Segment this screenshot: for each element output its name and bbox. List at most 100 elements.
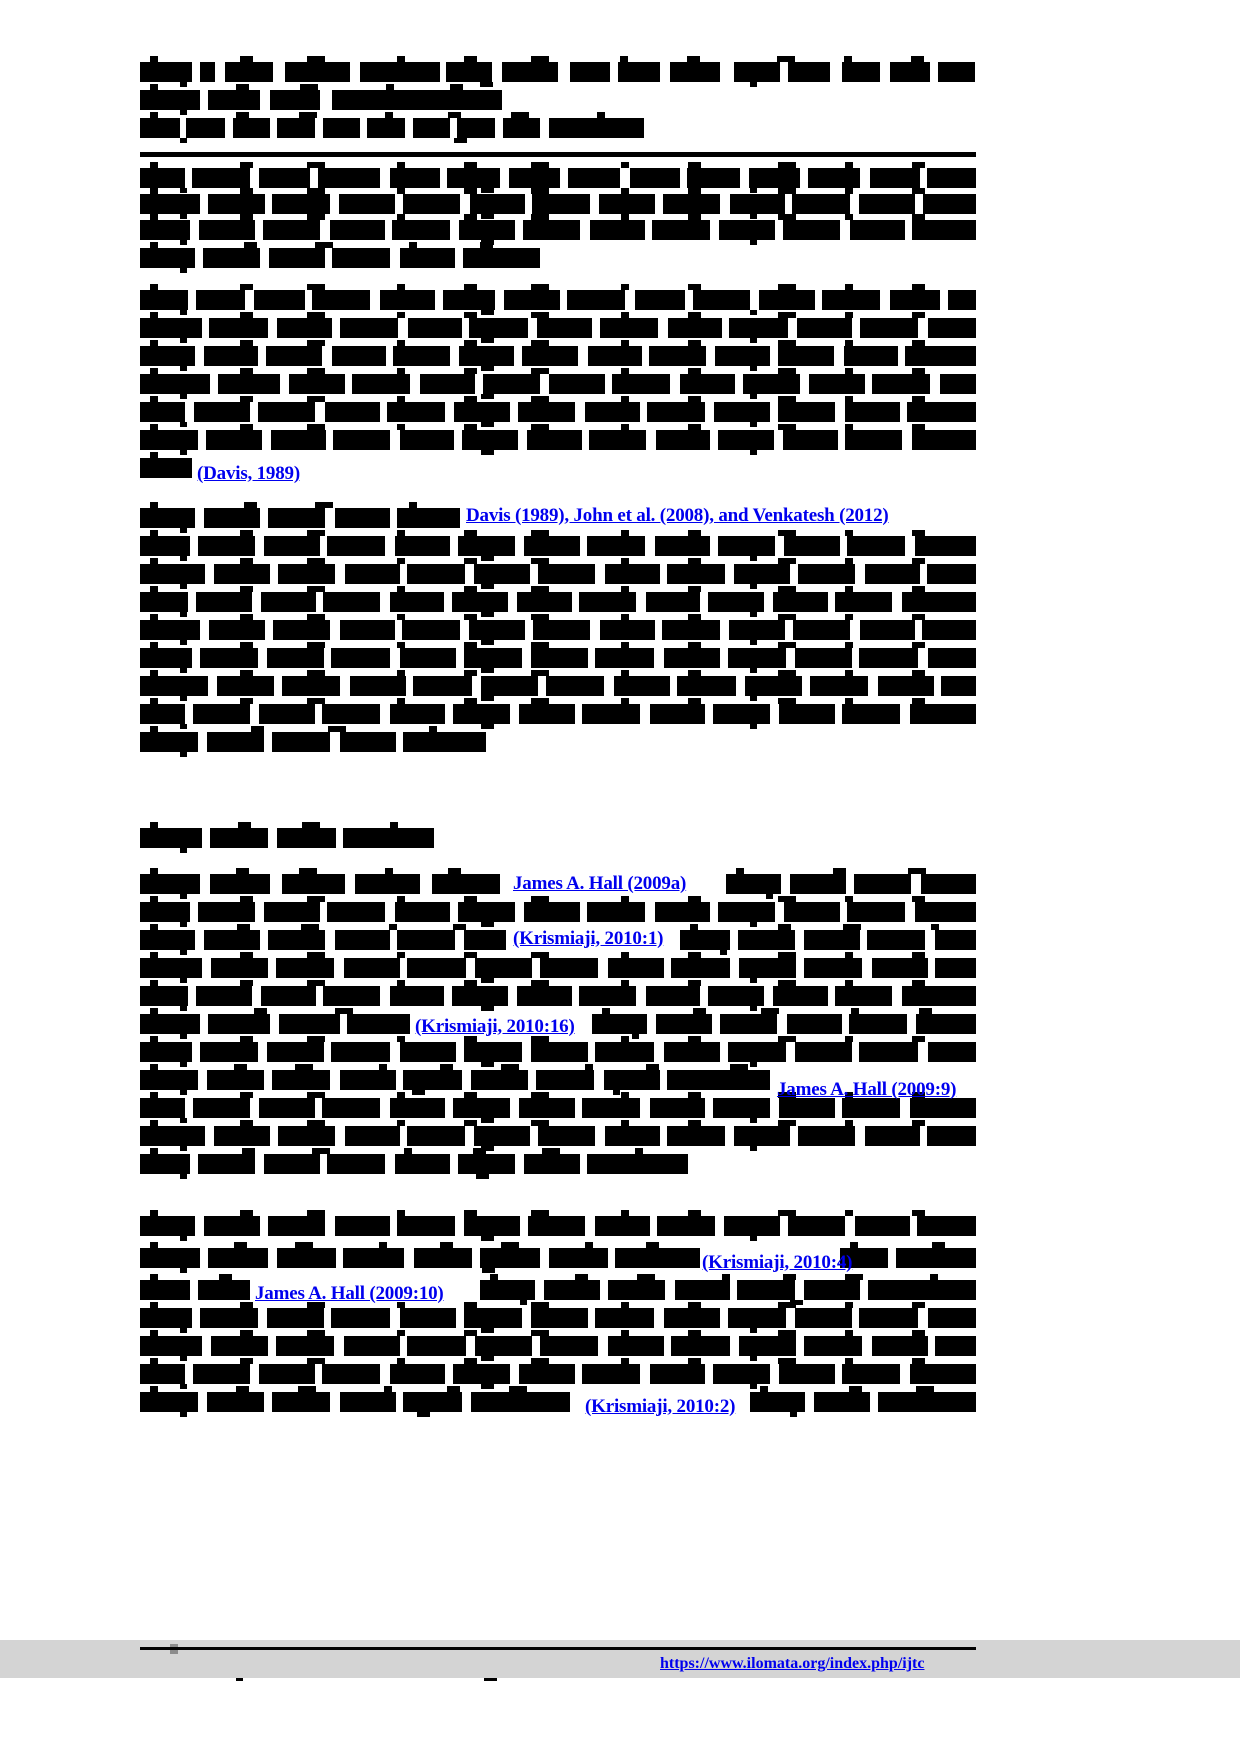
redacted-descender xyxy=(180,1236,187,1241)
redacted-ascender xyxy=(237,822,251,828)
redacted-ascender xyxy=(621,396,629,402)
redacted-ascender xyxy=(397,896,405,902)
redacted-ascender xyxy=(845,896,853,902)
redacted-text-run xyxy=(267,648,324,668)
redacted-ascender xyxy=(688,642,701,648)
redacted-text-run xyxy=(277,1248,336,1268)
redacted-ascender xyxy=(307,424,325,430)
redacted-text-run xyxy=(193,1098,250,1118)
redacted-ascender xyxy=(397,1210,405,1216)
redacted-text-run xyxy=(203,248,260,268)
redacted-ascender xyxy=(242,1148,256,1154)
redacted-descender xyxy=(766,894,773,899)
redacted-ascender xyxy=(621,896,629,902)
redacted-text-run xyxy=(579,592,636,612)
redacted-ascender xyxy=(688,424,701,430)
redacted-ascender xyxy=(621,1120,629,1126)
redacted-ascender xyxy=(150,642,158,648)
redacted-descender xyxy=(180,1412,187,1417)
redacted-ascender xyxy=(912,284,925,290)
redacted-descender xyxy=(180,138,187,143)
redacted-ascender xyxy=(464,1330,477,1336)
redacted-descender xyxy=(480,310,494,315)
redacted-ascender xyxy=(778,924,791,930)
redacted-text-run xyxy=(928,1308,976,1328)
redacted-ascender xyxy=(778,558,796,564)
citation-link-krismiaji-2010-16[interactable]: (Krismiaji, 2010:16) xyxy=(415,1016,575,1037)
redacted-text-run xyxy=(582,1364,640,1384)
redacted-text-run xyxy=(272,194,330,214)
redacted-text-run xyxy=(380,290,435,310)
redacted-descender xyxy=(180,922,187,927)
redacted-text-run xyxy=(397,1216,455,1236)
redacted-text-run xyxy=(193,1364,250,1384)
redacted-ascender xyxy=(219,1274,232,1280)
citation-link-hall-2009-10[interactable]: James A. Hall (2009:10) xyxy=(255,1283,444,1304)
redacted-text-run xyxy=(667,1070,770,1090)
redacted-text-run xyxy=(708,592,764,612)
citation-link-davis-1989-b[interactable]: Davis (1989), John et al. (2008), and Ve… xyxy=(466,505,889,526)
redacted-text-run xyxy=(453,1098,510,1118)
redacted-text-run xyxy=(907,402,976,422)
redacted-ascender xyxy=(688,284,701,290)
redacted-text-run xyxy=(671,1336,730,1356)
redacted-text-run xyxy=(808,168,860,188)
redacted-ascender xyxy=(585,1242,593,1248)
redacted-ascender xyxy=(845,1330,853,1336)
footer-journal-url[interactable]: https://www.ilomata.org/index.php/ijtc xyxy=(660,1655,925,1672)
redacted-text-run xyxy=(783,430,838,450)
redacted-descender xyxy=(480,1146,494,1151)
redacted-text-run xyxy=(668,318,722,338)
redacted-descender xyxy=(236,1676,243,1681)
redacted-ascender xyxy=(531,1302,549,1308)
redacted-ascender xyxy=(688,980,701,986)
redacted-ascender xyxy=(621,980,629,986)
redacted-ascender xyxy=(240,424,253,430)
redacted-text-run xyxy=(397,508,460,528)
redacted-ascender xyxy=(150,1092,158,1098)
citation-link-krismiaji-2010-1[interactable]: (Krismiaji, 2010:1) xyxy=(513,928,664,949)
redacted-ascender xyxy=(778,530,796,536)
citation-link-hall-2009a[interactable]: James A. Hall (2009a) xyxy=(513,873,687,894)
redacted-text-run xyxy=(524,1154,580,1174)
redacted-text-run xyxy=(549,118,644,138)
redacted-ascender xyxy=(531,1330,549,1336)
redacted-text-run xyxy=(447,168,500,188)
redacted-text-run xyxy=(587,902,645,922)
redacted-ascender xyxy=(298,1386,317,1392)
citation-link-hall-2009-9[interactable]: James A. Hall (2009:9) xyxy=(777,1079,957,1100)
redacted-descender xyxy=(180,1090,187,1095)
redacted-ascender xyxy=(464,642,477,648)
redacted-text-run xyxy=(650,1364,705,1384)
redacted-text-run xyxy=(367,118,405,138)
redacted-text-run xyxy=(140,402,185,422)
redacted-ascender xyxy=(240,642,253,648)
redacted-text-run xyxy=(414,1248,472,1268)
redacted-ascender xyxy=(621,1302,629,1308)
redacted-ascender xyxy=(760,1008,779,1014)
citation-link-davis-1989[interactable]: (Davis, 1989) xyxy=(197,463,300,484)
redacted-text-run xyxy=(533,620,590,640)
redacted-text-run xyxy=(928,1042,976,1062)
redacted-text-run xyxy=(519,1098,575,1118)
redacted-ascender xyxy=(307,558,325,564)
redacted-ascender xyxy=(307,642,325,648)
redacted-ascender xyxy=(307,312,325,318)
redacted-ascender xyxy=(388,924,397,930)
redacted-text-run xyxy=(517,986,572,1006)
redacted-text-run xyxy=(140,220,190,240)
redacted-text-run xyxy=(531,648,588,668)
redacted-ascender xyxy=(845,614,853,620)
redacted-ascender xyxy=(397,284,405,290)
redacted-text-run xyxy=(272,1392,330,1412)
redacted-descender xyxy=(480,668,494,673)
redacted-ascender xyxy=(849,1386,863,1392)
redacted-text-run xyxy=(285,62,350,82)
citation-link-krismiaji-2010-4[interactable]: (Krismiaji, 2010:4) xyxy=(702,1252,853,1273)
redacted-ascender xyxy=(778,698,796,704)
redacted-text-run xyxy=(587,1154,688,1174)
citation-link-krismiaji-2010-2[interactable]: (Krismiaji, 2010:2) xyxy=(585,1396,736,1417)
redacted-ascender xyxy=(912,214,925,220)
redacted-text-run xyxy=(579,986,636,1006)
redacted-text-run xyxy=(270,90,320,110)
